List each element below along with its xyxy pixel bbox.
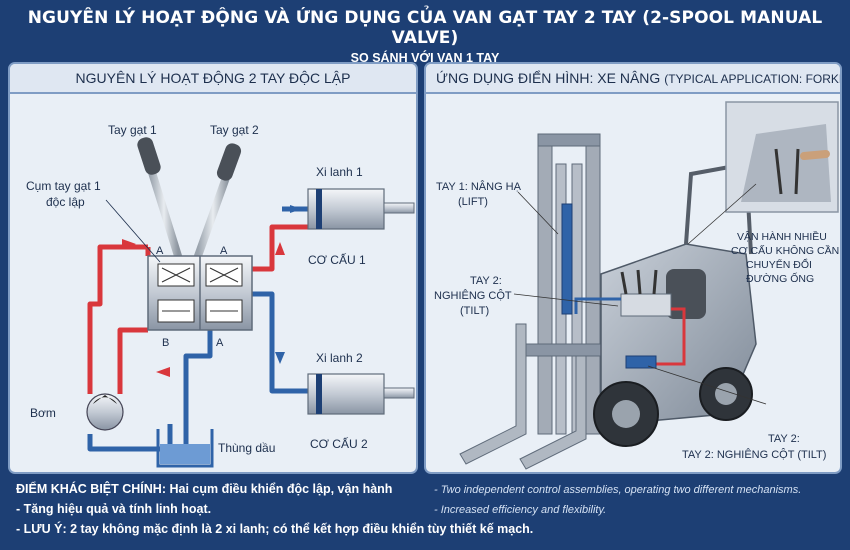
tilt-label-2: NGHIÊNG CỘT xyxy=(434,289,512,302)
lift-label: TAY 1: NÂNG HẠ xyxy=(436,180,522,193)
tank-icon xyxy=(156,429,214,468)
tilt2-label: TAY 2: xyxy=(768,433,800,445)
pressure-line xyxy=(87,224,308,394)
mechanism-1-label: CƠ CẤU 1 xyxy=(308,252,366,267)
application-panel: ỨNG DỤNG ĐIỂN HÌNH: XE NÂNG (TYPICAL APP… xyxy=(424,62,842,474)
tilt-label-3: (TILT) xyxy=(460,305,489,317)
application-panel-title: ỨNG DỤNG ĐIỂN HÌNH: XE NÂNG (TYPICAL APP… xyxy=(426,64,840,94)
pump-label: Bơm xyxy=(30,406,56,420)
port-a-label: A xyxy=(156,245,164,257)
return-line xyxy=(87,206,308,452)
lift-label-2: (LIFT) xyxy=(458,196,488,208)
page-title: NGUYÊN LÝ HOẠT ĐỘNG VÀ ỨNG DỤNG CỦA VAN … xyxy=(27,8,823,48)
pressure-line xyxy=(646,307,686,366)
application-title-paren: (TYPICAL APPLICATION: FORKLIFT) xyxy=(664,72,840,86)
port-a-label: A xyxy=(216,337,224,349)
tilt-label: TAY 2: xyxy=(470,275,502,287)
mechanism-2-label: CƠ CẤU 2 xyxy=(310,436,368,451)
operate-label: VẬN HÀNH NHIỀU xyxy=(737,230,827,243)
flow-arrow-icon xyxy=(275,205,302,364)
tank-label: Thùng dầu xyxy=(218,441,275,455)
port-a-label: A xyxy=(220,245,228,257)
lever-1[interactable] xyxy=(136,135,182,260)
tilt-cylinder xyxy=(625,355,657,369)
operate-label-3: CHUYỂN ĐỔI xyxy=(746,258,812,271)
lever-2-label: Tay gạt 2 xyxy=(210,123,259,137)
cylinder-2-label: Xi lanh 2 xyxy=(316,351,363,365)
assembly-label-2: độc lập xyxy=(46,195,85,209)
footer-line-2: - Tăng hiệu quả và tính linh hoạt. xyxy=(16,502,212,516)
return-line xyxy=(574,297,621,314)
cylinder-2 xyxy=(307,373,415,415)
tilt2-label-2: TAY 2: NGHIÊNG CỘT (TILT) xyxy=(682,448,826,461)
valve-block xyxy=(147,255,253,331)
footer-line-1-en: - Two independent control assemblies, op… xyxy=(434,484,802,496)
cylinder-1-label: Xi lanh 1 xyxy=(316,165,363,179)
application-title-main: ỨNG DỤNG ĐIỂN HÌNH: XE NÂNG xyxy=(436,70,661,86)
lever-2[interactable] xyxy=(194,141,243,260)
page-subtitle: SO SÁNH VỚI VAN 1 TAY xyxy=(350,51,500,65)
footer-line-1: ĐIỂM KHÁC BIỆT CHÍNH: Hai cụm điều khiển… xyxy=(16,482,393,496)
cylinder-1 xyxy=(307,188,415,230)
footer-line-2-en: - Increased efficiency and flexibility. xyxy=(434,504,607,516)
principle-panel-title: NGUYÊN LÝ HOẠT ĐỘNG 2 TAY ĐỘC LẬP xyxy=(10,64,416,94)
lever-1-label: Tay gạt 1 xyxy=(108,123,157,137)
forklift-mast xyxy=(537,133,601,435)
forklift-valve xyxy=(620,293,672,317)
footer-line-3: - LƯU Ý: 2 tay không mặc định là 2 xi la… xyxy=(16,522,534,536)
operate-label-4: ĐƯỜNG ỐNG xyxy=(746,271,814,285)
lift-cylinder xyxy=(561,203,573,315)
header: NGUYÊN LÝ HOẠT ĐỘNG VÀ ỨNG DỤNG CỦA VAN … xyxy=(0,0,850,65)
flow-arrow-icon xyxy=(122,239,285,377)
port-b-label: B xyxy=(162,337,169,349)
principle-panel: NGUYÊN LÝ HOẠT ĐỘNG 2 TAY ĐỘC LẬP xyxy=(8,62,418,474)
operate-label-2: CƠ CẤU KHÔNG CẦN xyxy=(731,244,839,257)
assembly-label: Cụm tay gạt 1 xyxy=(26,179,101,193)
key-differences-footer: ĐIỂM KHÁC BIỆT CHÍNH: Hai cụm điều khiển… xyxy=(8,478,842,544)
hydraulic-circuit-diagram: A A B A Tay gạt 1 Tay gạt 2 Cụm tay gạt … xyxy=(26,123,415,468)
forklift-illustration: TAY 1: NÂNG HẠ (LIFT) TAY 2: NGHIÊNG CỘT… xyxy=(434,101,839,470)
pump-icon xyxy=(86,393,124,431)
forklift-forks xyxy=(459,323,607,470)
